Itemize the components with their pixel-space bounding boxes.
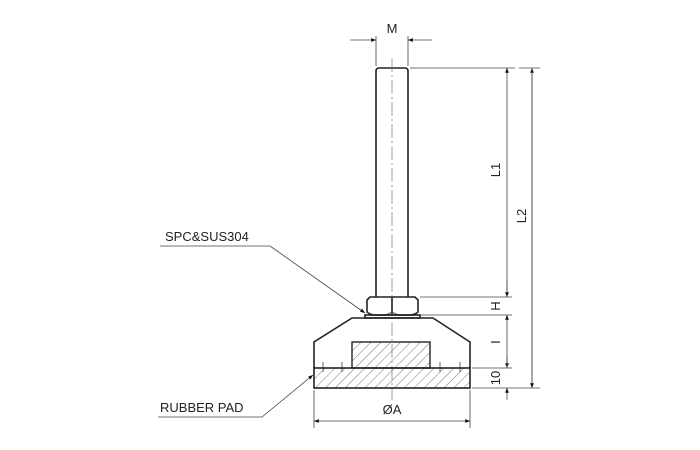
- insert-section: [351, 341, 431, 369]
- dim-diameter: ØA: [313, 390, 471, 428]
- hex-nut: [364, 296, 421, 319]
- label-diameter: ØA: [383, 402, 402, 417]
- leader-material: SPC&SUS304: [160, 229, 366, 314]
- base-housing: [313, 317, 471, 372]
- label-i: I: [488, 340, 503, 344]
- dim-thread: M: [350, 21, 432, 66]
- label-l1: L1: [488, 163, 503, 177]
- label-rubber-pad: RUBBER PAD: [160, 400, 244, 415]
- dim-right: L1 L2 H I 10: [410, 67, 540, 400]
- rubber-pad: [313, 367, 471, 389]
- label-thread: M: [387, 21, 398, 36]
- label-h: H: [488, 301, 503, 310]
- leader-rubber-pad: RUBBER PAD: [158, 374, 314, 418]
- label-l2: L2: [514, 209, 529, 223]
- label-10: 10: [488, 371, 503, 385]
- label-material: SPC&SUS304: [165, 229, 249, 244]
